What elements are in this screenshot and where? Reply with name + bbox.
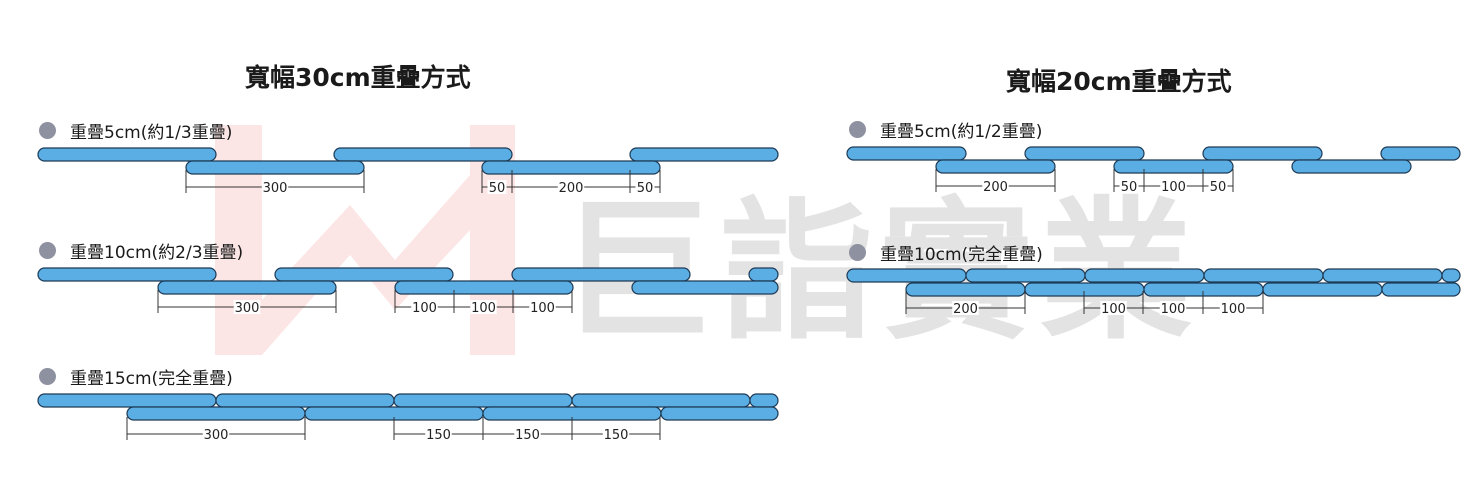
- dimension-label-bg: [487, 180, 507, 194]
- dimension-label: 150: [604, 428, 629, 443]
- dimension-label-bg: [1208, 179, 1228, 193]
- panel-bar: [631, 280, 779, 295]
- dimension-label: 100: [530, 301, 555, 316]
- bullet-dot-icon: [849, 244, 866, 261]
- panel-bars: [37, 146, 1461, 421]
- panel-bar: [333, 147, 513, 162]
- panel-bar: [1084, 268, 1205, 283]
- section-label-l2: 重疊10cm(約2/3重疊): [39, 238, 243, 263]
- section-label-l1: 重疊5cm(約1/3重疊): [39, 118, 232, 143]
- dimension-label-bg: [635, 180, 655, 194]
- bullet-dot-icon: [39, 122, 56, 139]
- panel-bar: [1202, 146, 1323, 161]
- bullet-dot-icon: [39, 242, 56, 259]
- dimension-label-bg: [1160, 179, 1187, 193]
- dimension-label-bg: [1219, 301, 1247, 315]
- dimension-label: 300: [204, 428, 229, 443]
- panel-bar: [748, 267, 779, 282]
- panel-bar: [629, 147, 779, 162]
- dimension-label: 150: [515, 428, 540, 443]
- panel-bar: [935, 159, 1056, 174]
- dimension-label-bg: [1100, 301, 1127, 315]
- dimension-label-bg: [470, 300, 497, 314]
- panel-bar: [965, 268, 1086, 283]
- dimension-label: 300: [263, 181, 288, 196]
- dimension-label: 50: [489, 181, 506, 196]
- section-label-l3: 重疊15cm(完全重疊): [39, 364, 233, 389]
- dimension-label: 100: [1101, 302, 1126, 317]
- dimension-label: 200: [983, 180, 1008, 195]
- dimension-label-bg: [202, 427, 230, 441]
- panel-bar: [846, 146, 967, 161]
- panel-bar: [1291, 159, 1412, 174]
- panel-bar: [37, 267, 217, 282]
- section-label-r1-text: 重疊5cm(約1/2重疊): [880, 122, 1043, 142]
- panel-bar: [660, 406, 779, 421]
- section-label-r1: 重疊5cm(約1/2重疊): [849, 117, 1042, 142]
- panel-bar: [126, 406, 306, 421]
- dimension-label-bg: [602, 427, 630, 441]
- panel-bar: [1381, 282, 1461, 297]
- panel-bar: [215, 393, 395, 408]
- dimension-label-bg: [952, 301, 979, 315]
- dimension-label: 100: [412, 301, 437, 316]
- section-label-r2-text: 重疊10cm(完全重疊): [880, 245, 1043, 265]
- panel-bar: [274, 267, 454, 282]
- panel-bar: [1024, 146, 1145, 161]
- dimension-label: 150: [426, 428, 451, 443]
- section-label-l2-text: 重疊10cm(約2/3重疊): [70, 243, 244, 263]
- panel-bar: [905, 282, 1026, 297]
- dimension-label-bg: [1159, 301, 1187, 315]
- panel-bar: [393, 393, 573, 408]
- section-label-r2: 重疊10cm(完全重疊): [849, 240, 1043, 265]
- panel-bar: [1113, 159, 1234, 174]
- dimension-label: 50: [1121, 180, 1138, 195]
- section-label-l1-text: 重疊5cm(約1/3重疊): [70, 123, 233, 143]
- dimension-label-bg: [529, 300, 556, 314]
- left-title: 寬幅30cm重疊方式: [245, 63, 471, 92]
- panel-bar: [1322, 268, 1443, 283]
- bullet-dot-icon: [39, 368, 56, 385]
- panel-bar: [394, 280, 574, 295]
- dimension-label: 300: [235, 301, 260, 316]
- dimension-label-bg: [557, 180, 585, 194]
- section-label-l3-text: 重疊15cm(完全重疊): [70, 369, 233, 389]
- bullet-dot-icon: [849, 121, 866, 138]
- dimension-label: 200: [559, 181, 584, 196]
- dimension-label: 200: [953, 302, 978, 317]
- dimension-label: 100: [1161, 302, 1186, 317]
- dimension-label: 50: [1210, 180, 1227, 195]
- panel-bar: [37, 393, 217, 408]
- dimension-lines: 300 50 200 50 300 100 100 100 300 150 150 150 200 50 1…: [126, 169, 1264, 443]
- panel-bar: [511, 267, 691, 282]
- panel-bar: [1203, 268, 1324, 283]
- right-title: 寬幅20cm重疊方式: [1006, 67, 1232, 96]
- panel-bar: [37, 147, 217, 162]
- dimension-label: 100: [1221, 302, 1246, 317]
- panel-bar: [157, 280, 337, 295]
- dimension-label-bg: [425, 427, 452, 441]
- dimension-label-bg: [411, 300, 438, 314]
- dimension-label: 100: [1161, 180, 1186, 195]
- panel-bar: [1262, 282, 1383, 297]
- panel-bar: [846, 268, 967, 283]
- panel-bar: [1380, 146, 1461, 161]
- dimension-label-bg: [982, 179, 1009, 193]
- dimension-label-bg: [261, 180, 289, 194]
- panel-bar: [749, 393, 779, 408]
- panel-bar: [571, 393, 751, 408]
- dimension-label-bg: [1119, 179, 1139, 193]
- dimension-label-bg: [233, 300, 261, 314]
- dimension-label: 50: [637, 181, 654, 196]
- panel-bar: [185, 160, 365, 175]
- panel-bar: [481, 160, 661, 175]
- dimension-label: 100: [471, 301, 496, 316]
- dimension-label-bg: [514, 427, 541, 441]
- panel-bar: [1441, 268, 1461, 283]
